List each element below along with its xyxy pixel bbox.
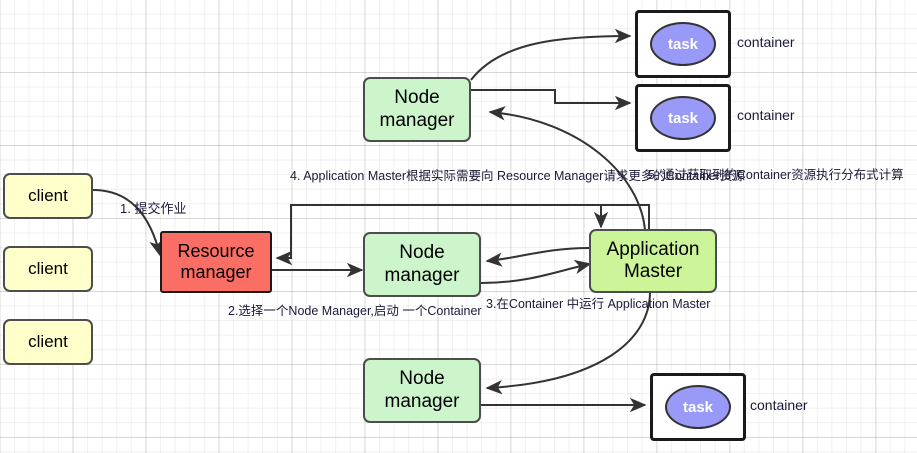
client-label: client bbox=[28, 258, 68, 278]
node-manager-box-top[interactable]: Node manager bbox=[363, 77, 471, 142]
resource-manager-line-2: manager bbox=[180, 262, 252, 282]
edge-label-step-4-line-1: 4. Application Master根据实际需要向 bbox=[290, 169, 494, 183]
edge-label-step-3-line-2: Application Master bbox=[607, 297, 711, 311]
task-label: task bbox=[667, 35, 699, 53]
application-master-line-2: Master bbox=[623, 261, 683, 282]
edge-label-step-2-line-2: 一个Container bbox=[402, 304, 482, 318]
edge-label-step-2: 2.选择一个Node Manager,启动 一个Container bbox=[228, 303, 482, 320]
client-box-3[interactable]: client bbox=[3, 319, 93, 365]
client-box-2[interactable]: client bbox=[3, 246, 93, 292]
task-oval-1[interactable]: task bbox=[650, 22, 716, 66]
node-manager-line-2: manager bbox=[379, 109, 455, 131]
container-side-label-1: container bbox=[737, 34, 795, 50]
task-oval-2[interactable]: task bbox=[650, 96, 716, 140]
task-label: task bbox=[682, 398, 714, 416]
resource-manager-box[interactable]: Resource manager bbox=[160, 231, 272, 293]
container-box-1[interactable]: task bbox=[635, 10, 731, 78]
task-oval-3[interactable]: task bbox=[665, 385, 731, 429]
edge-label-step-3-line-1: 3.在Container 中运行 bbox=[486, 297, 605, 311]
edge-label-step-2-line-1: 2.选择一个Node Manager,启动 bbox=[228, 304, 399, 318]
client-label: client bbox=[28, 185, 68, 205]
node-manager-line-2: manager bbox=[384, 390, 460, 412]
container-box-2[interactable]: task bbox=[635, 84, 731, 152]
node-manager-box-bottom[interactable]: Node manager bbox=[363, 358, 481, 423]
resource-manager-line-1: Resource bbox=[177, 240, 255, 261]
edge-label-step-4-line-2: Resource Manager请求更多的Container资源 bbox=[497, 169, 746, 183]
node-manager-line-1: Node bbox=[399, 242, 445, 264]
node-manager-line-2: manager bbox=[384, 264, 460, 286]
edge-label-step-5: 5. 通过获取到的Container资源执行分布式计算 bbox=[648, 168, 904, 182]
container-side-label-3: container bbox=[750, 397, 808, 413]
container-side-label-2: container bbox=[737, 107, 795, 123]
node-manager-line-1: Node bbox=[394, 87, 440, 109]
edge-label-step-3: 3.在Container 中运行 Application Master bbox=[486, 296, 710, 313]
client-box-1[interactable]: client bbox=[3, 173, 93, 219]
node-manager-box-middle[interactable]: Node manager bbox=[363, 232, 481, 297]
application-master-box[interactable]: Application Master bbox=[589, 229, 717, 293]
edge-label-step-4: 4. Application Master根据实际需要向 Resource Ma… bbox=[290, 168, 745, 185]
application-master-line-1: Application bbox=[606, 238, 700, 260]
task-label: task bbox=[667, 109, 699, 127]
edge-label-step-1: 1. 提交作业 bbox=[120, 201, 187, 216]
client-label: client bbox=[28, 331, 68, 351]
container-box-3[interactable]: task bbox=[650, 373, 746, 441]
node-manager-line-1: Node bbox=[399, 368, 445, 390]
